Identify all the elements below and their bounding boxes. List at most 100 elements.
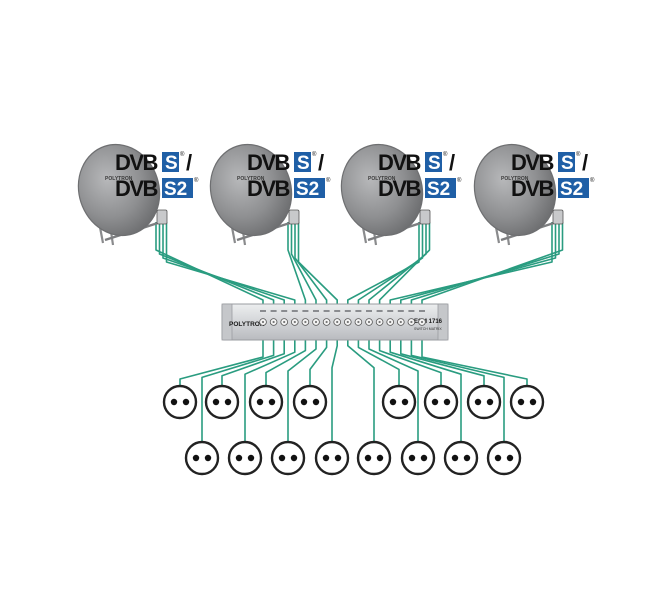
multiswitch-connector-pin bbox=[399, 320, 402, 324]
dvb-logo-line1-box bbox=[425, 152, 442, 172]
tv-outlet-ring bbox=[381, 384, 417, 420]
tv-outlet-ring bbox=[270, 440, 306, 476]
tv-outlet-ring bbox=[292, 384, 328, 420]
tv-outlet bbox=[400, 440, 436, 476]
tv-outlet-ring bbox=[248, 384, 284, 420]
multiswitch-connector-pin bbox=[314, 320, 318, 324]
output-cable bbox=[201, 328, 275, 442]
output-cable bbox=[179, 328, 264, 386]
multiswitch-right-ear bbox=[437, 303, 449, 341]
tv-outlet-ring bbox=[162, 384, 198, 420]
multiswitch-left-ear bbox=[221, 303, 233, 341]
tv-outlet-socket bbox=[451, 454, 459, 462]
dish-brand: POLYTRON bbox=[501, 176, 529, 182]
multiswitch-port-label bbox=[260, 310, 266, 312]
tv-outlet-ring bbox=[423, 384, 459, 420]
dvb-logo-line2-prefix: DVB bbox=[511, 176, 554, 201]
tv-outlet bbox=[162, 384, 198, 420]
tv-outlet-ring bbox=[314, 440, 350, 476]
tv-outlet-socket bbox=[312, 398, 320, 406]
dvb-logo-line1-prefix: DVB bbox=[378, 150, 421, 175]
dvb-logo-registered: ® bbox=[194, 177, 199, 184]
tv-outlet-socket bbox=[334, 454, 342, 462]
input-cables bbox=[155, 222, 564, 316]
dvb-logo-line1-box bbox=[162, 152, 179, 172]
multiswitch-port-label bbox=[366, 310, 372, 312]
tv-outlet-socket bbox=[364, 454, 372, 462]
multiswitch-brand: POLYTRON bbox=[229, 321, 265, 328]
tv-outlet-ring bbox=[509, 384, 545, 420]
dvb-logo-line2-box-text: S2 bbox=[427, 179, 450, 200]
tv-outlet-socket bbox=[401, 398, 409, 406]
multiswitch-port-label bbox=[291, 310, 298, 312]
dvb-logo-line2-prefix: DVB bbox=[378, 176, 421, 201]
multiswitch-connector-pin bbox=[367, 320, 371, 324]
multiswitch-port-label bbox=[408, 310, 415, 312]
tv-outlet-socket bbox=[212, 398, 220, 406]
output-cable bbox=[410, 328, 505, 442]
tv-outlets bbox=[162, 384, 545, 476]
dish-lnb bbox=[156, 209, 168, 225]
tv-outlet-socket bbox=[494, 454, 502, 462]
tv-outlet-socket bbox=[389, 398, 397, 406]
dish-lnb bbox=[288, 209, 300, 225]
tv-outlet-socket bbox=[268, 398, 276, 406]
output-cable bbox=[347, 328, 375, 442]
multiswitch-connectors bbox=[259, 310, 426, 326]
multiswitch-subtitle: SWITCH MATRIX bbox=[414, 327, 442, 331]
tv-outlet bbox=[314, 440, 350, 476]
dvb-logo-registered: ® bbox=[576, 151, 581, 158]
dvb-logo-line1-box-text: S bbox=[297, 153, 310, 174]
multiswitch-connector-pin bbox=[389, 320, 392, 324]
tv-outlet-socket bbox=[486, 398, 494, 406]
tv-outlet bbox=[270, 440, 306, 476]
input-cable bbox=[410, 222, 560, 316]
multiswitch-model: ESM 1716 bbox=[414, 319, 443, 325]
tv-outlet bbox=[423, 384, 459, 420]
tv-outlet-socket bbox=[290, 454, 298, 462]
dvb-logo-line1-box bbox=[294, 152, 311, 172]
tv-outlet-socket bbox=[300, 398, 308, 406]
tv-outlet-ring bbox=[356, 440, 392, 476]
output-cable bbox=[421, 328, 528, 386]
tv-outlet bbox=[184, 440, 220, 476]
dvb-logo-line2-box bbox=[294, 178, 325, 198]
tv-outlet-ring bbox=[227, 440, 263, 476]
dvb-logo-line1-prefix: DVB bbox=[511, 150, 554, 175]
tv-outlet bbox=[356, 440, 392, 476]
multiswitch-connector-pin bbox=[410, 320, 413, 324]
tv-outlet-ring bbox=[466, 384, 502, 420]
input-cable bbox=[297, 222, 338, 316]
multiswitch-connector-pin bbox=[357, 320, 360, 324]
input-cable bbox=[158, 222, 275, 316]
dvb-logo-registered: ® bbox=[180, 151, 185, 158]
tv-outlet-socket bbox=[278, 454, 286, 462]
dvb-logo-line2-box-text: S2 bbox=[296, 179, 319, 200]
dish-brand: POLYTRON bbox=[237, 176, 265, 182]
tv-outlet bbox=[292, 384, 328, 420]
dvb-logo-line2-box-text: S2 bbox=[164, 179, 187, 200]
dvb-logo-line2-prefix: DVB bbox=[115, 176, 158, 201]
multiswitch-port-label bbox=[387, 310, 394, 312]
tv-outlet-socket bbox=[204, 454, 212, 462]
input-cable bbox=[400, 222, 557, 316]
dvb-logo-line1-prefix: DVB bbox=[115, 150, 158, 175]
dvb-logo-registered: ® bbox=[457, 177, 462, 184]
tv-outlet-socket bbox=[408, 454, 416, 462]
tv-outlet-socket bbox=[170, 398, 178, 406]
tv-outlet-socket bbox=[376, 454, 384, 462]
dvb-logo-line1-suffix: / bbox=[449, 150, 455, 175]
tv-outlet-socket bbox=[517, 398, 525, 406]
input-cable bbox=[162, 222, 285, 316]
dvb-logo-line1-box bbox=[558, 152, 575, 172]
dish-reflector bbox=[340, 143, 424, 237]
dish-brand: POLYTRON bbox=[368, 176, 396, 182]
input-cable bbox=[165, 222, 296, 316]
tv-outlet-ring bbox=[204, 384, 240, 420]
multiswitch-port-label bbox=[397, 310, 404, 312]
dish-reflector bbox=[77, 143, 161, 237]
